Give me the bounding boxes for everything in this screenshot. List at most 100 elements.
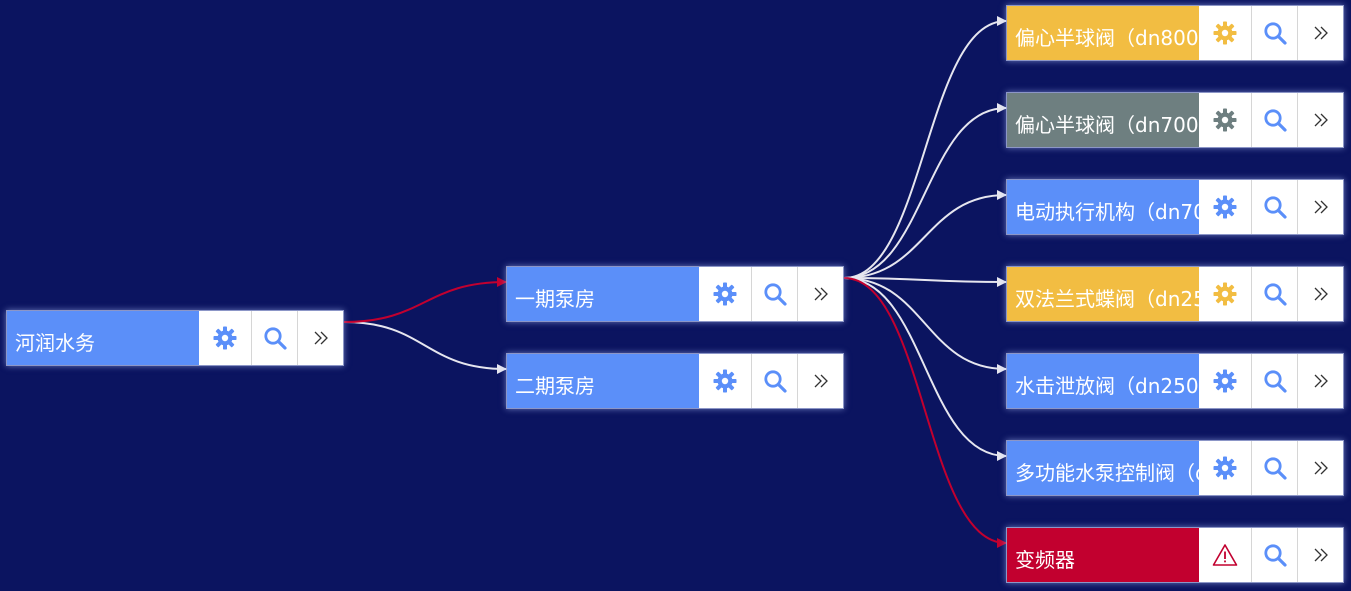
edge-p1-c5: [843, 277, 1007, 374]
double-chevron-right-icon: [812, 285, 830, 303]
search-icon: [762, 368, 788, 394]
node-search-button[interactable]: [251, 311, 298, 365]
edge-root-p2: [343, 321, 507, 374]
gear-icon: [713, 369, 737, 393]
tree-node-c1[interactable]: 偏心半球阀（dn800）: [1006, 5, 1344, 61]
node-search-button[interactable]: [1251, 267, 1298, 321]
node-settings-button[interactable]: [199, 311, 252, 365]
node-label-text: 一期泵房: [515, 286, 595, 311]
node-settings-button[interactable]: [1199, 93, 1252, 147]
double-chevron-right-icon: [1312, 198, 1330, 216]
double-chevron-right-icon: [812, 372, 830, 390]
node-label[interactable]: 河润水务: [7, 311, 200, 365]
gear-icon: [1213, 108, 1237, 132]
node-label-text: 河润水务: [15, 330, 95, 355]
node-settings-button[interactable]: [1199, 441, 1252, 495]
gear-icon: [1213, 456, 1237, 480]
node-label[interactable]: 水击泄放阀（dn250）: [1007, 354, 1200, 408]
node-label-text: 变频器: [1015, 547, 1075, 572]
double-chevron-right-icon: [1312, 111, 1330, 129]
search-icon: [1262, 542, 1288, 568]
node-label-text: 二期泵房: [515, 373, 595, 398]
node-label-text: 多功能水泵控制阀（dn250）: [1015, 460, 1199, 485]
node-search-button[interactable]: [751, 267, 798, 321]
double-chevron-right-icon: [1312, 546, 1330, 564]
node-search-button[interactable]: [1251, 93, 1298, 147]
double-chevron-right-icon: [312, 329, 330, 347]
edge-p1-c7: [843, 277, 1007, 548]
edge-p1-c6: [843, 277, 1007, 461]
search-icon: [1262, 281, 1288, 307]
search-icon: [1262, 107, 1288, 133]
tree-node-c6[interactable]: 多功能水泵控制阀（dn250）: [1006, 440, 1344, 496]
tree-node-p2[interactable]: 二期泵房: [506, 353, 844, 409]
node-label-text: 电动执行机构（dn700）: [1015, 199, 1199, 224]
node-expand-button[interactable]: [1297, 6, 1343, 60]
double-chevron-right-icon: [1312, 285, 1330, 303]
node-settings-button[interactable]: [1199, 180, 1252, 234]
edge-p1-c1: [843, 16, 1007, 279]
node-alarm-button[interactable]: [1199, 528, 1252, 582]
node-label[interactable]: 双法兰式蝶阀（dn250）: [1007, 267, 1200, 321]
tree-node-c4[interactable]: 双法兰式蝶阀（dn250）: [1006, 266, 1344, 322]
node-label-text: 水击泄放阀（dn250）: [1015, 373, 1200, 398]
node-search-button[interactable]: [1251, 528, 1298, 582]
node-settings-button[interactable]: [699, 354, 752, 408]
search-icon: [1262, 455, 1288, 481]
search-icon: [262, 325, 288, 351]
node-search-button[interactable]: [1251, 441, 1298, 495]
gear-icon: [1213, 195, 1237, 219]
edge-root-p1: [343, 277, 507, 323]
gear-icon: [1213, 369, 1237, 393]
double-chevron-right-icon: [1312, 24, 1330, 42]
node-expand-button[interactable]: [1297, 354, 1343, 408]
search-icon: [1262, 368, 1288, 394]
gear-icon: [1213, 21, 1237, 45]
node-label[interactable]: 电动执行机构（dn700）: [1007, 180, 1200, 234]
search-icon: [1262, 20, 1288, 46]
node-label[interactable]: 偏心半球阀（dn700）: [1007, 93, 1200, 147]
double-chevron-right-icon: [1312, 372, 1330, 390]
tree-node-root[interactable]: 河润水务: [6, 310, 344, 366]
node-label-text: 偏心半球阀（dn700）: [1015, 112, 1200, 137]
tree-node-c7[interactable]: 变频器: [1006, 527, 1344, 583]
node-label-text: 偏心半球阀（dn800）: [1015, 25, 1200, 50]
edge-p1-c2: [843, 103, 1007, 279]
search-icon: [762, 281, 788, 307]
gear-icon: [713, 282, 737, 306]
tree-node-c2[interactable]: 偏心半球阀（dn700）: [1006, 92, 1344, 148]
double-chevron-right-icon: [1312, 459, 1330, 477]
node-expand-button[interactable]: [1297, 180, 1343, 234]
node-search-button[interactable]: [1251, 354, 1298, 408]
search-icon: [1262, 194, 1288, 220]
node-label[interactable]: 变频器: [1007, 528, 1200, 582]
node-settings-button[interactable]: [1199, 6, 1252, 60]
edge-p1-c4: [843, 276, 1007, 287]
node-label[interactable]: 二期泵房: [507, 354, 700, 408]
warning-triangle-icon: [1212, 543, 1238, 567]
gear-icon: [213, 326, 237, 350]
node-expand-button[interactable]: [1297, 267, 1343, 321]
node-settings-button[interactable]: [1199, 267, 1252, 321]
gear-icon: [1213, 282, 1237, 306]
tree-node-c3[interactable]: 电动执行机构（dn700）: [1006, 179, 1344, 235]
node-expand-button[interactable]: [297, 311, 343, 365]
node-expand-button[interactable]: [797, 267, 843, 321]
edge-p1-c3: [843, 190, 1007, 279]
tree-node-p1[interactable]: 一期泵房: [506, 266, 844, 322]
node-expand-button[interactable]: [1297, 528, 1343, 582]
node-expand-button[interactable]: [1297, 441, 1343, 495]
node-search-button[interactable]: [1251, 6, 1298, 60]
node-label[interactable]: 多功能水泵控制阀（dn250）: [1007, 441, 1200, 495]
node-label[interactable]: 偏心半球阀（dn800）: [1007, 6, 1200, 60]
node-search-button[interactable]: [1251, 180, 1298, 234]
node-expand-button[interactable]: [797, 354, 843, 408]
node-label[interactable]: 一期泵房: [507, 267, 700, 321]
node-settings-button[interactable]: [1199, 354, 1252, 408]
node-expand-button[interactable]: [1297, 93, 1343, 147]
node-label-text: 双法兰式蝶阀（dn250）: [1015, 286, 1199, 311]
node-settings-button[interactable]: [699, 267, 752, 321]
tree-node-c5[interactable]: 水击泄放阀（dn250）: [1006, 353, 1344, 409]
node-search-button[interactable]: [751, 354, 798, 408]
